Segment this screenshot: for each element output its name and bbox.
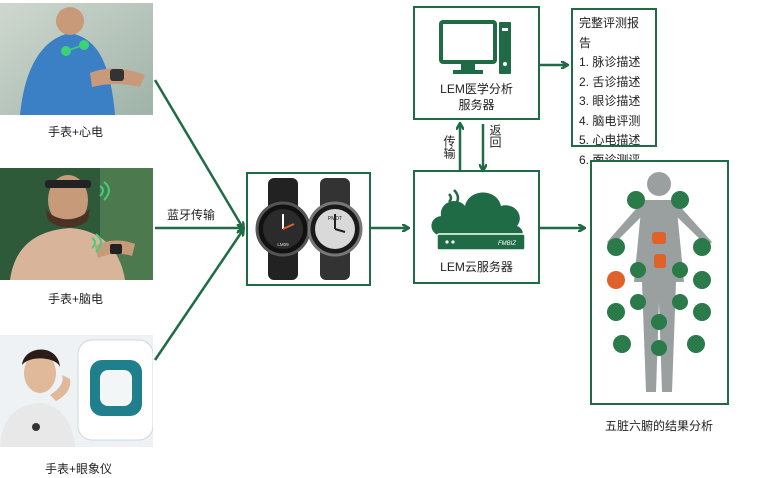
transmit-label: 传输 [442, 135, 456, 162]
photo-eye-imager [0, 335, 153, 447]
return-label: 返回 [488, 124, 502, 151]
transmit-label-text: 传输 [442, 135, 456, 159]
watch-face-model: LM09 [277, 242, 289, 247]
cloud-device-brand: FMBIZ [498, 241, 516, 247]
analysis-server-box: LEM医学分析 服务器 [413, 6, 540, 120]
cloud-server-label: LEM云服务器 [440, 260, 513, 274]
photo-ecg-runner [0, 3, 153, 115]
cloud-server-box: FMBIZ LEM云服务器 [413, 170, 540, 284]
arrow-ecg-to-watch [153, 79, 243, 228]
bluetooth-label: 蓝牙传输 [167, 208, 216, 222]
caption-watch-ecg: 手表+心电 [48, 125, 104, 139]
analysis-server-label-line2: 服务器 [458, 98, 495, 112]
photo-eeg-man [0, 168, 153, 280]
report-item: 1. 脉诊描述 [579, 55, 641, 69]
caption-watch-eye-imager: 手表+眼象仪 [45, 462, 113, 476]
watch-box: PMDT LM09 [246, 172, 371, 286]
cloud-server-icon: FMBIZ [431, 189, 526, 251]
watch-face-brand: PMDT [328, 216, 342, 222]
report-item: 5. 心电描述 [579, 133, 641, 147]
arrow-eye-to-watch [153, 230, 243, 361]
smartwatch-icon: PMDT LM09 [255, 178, 363, 280]
result-label: 五脏六腑的结果分析 [605, 419, 714, 433]
return-label-text: 返回 [488, 124, 502, 148]
analysis-server-label-line1: LEM医学分析 [440, 82, 513, 96]
caption-watch-eeg: 手表+脑电 [48, 292, 104, 306]
report-title: 完整评测报告 [579, 16, 640, 50]
organ-icons [607, 191, 711, 356]
organ-analysis-box [590, 160, 729, 405]
computer-monitor-icon [439, 20, 511, 74]
human-body-organ-map [607, 172, 712, 392]
report-item: 2. 舌诊描述 [579, 74, 641, 89]
report-item: 3. 眼诊描述 [579, 94, 641, 108]
report-list-box: 完整评测报告 1. 脉诊描述 2. 舌诊描述 3. 眼诊描述 4. 脑电评测 5… [571, 8, 657, 167]
report-item: 4. 脑电评测 [579, 113, 641, 128]
